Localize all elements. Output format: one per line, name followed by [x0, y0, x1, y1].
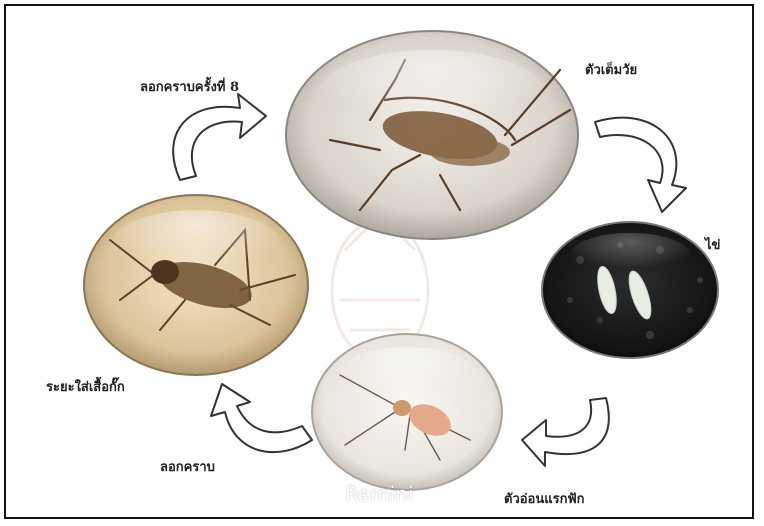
wing-pad-cricket-image: [84, 195, 308, 375]
adult-cricket-image: [286, 31, 578, 239]
first-nymph-image: [312, 334, 502, 490]
stage-label-adult: ตัวเต็มวัย: [585, 59, 637, 80]
watermark-text: Remini: [345, 482, 414, 506]
arrow-adult-to-egg: [595, 118, 686, 212]
stage-label-molt-8: ลอกคราบครั้งที่ 8: [140, 76, 239, 97]
arrow-nymph-to-wing: [211, 384, 312, 452]
stage-label-egg: ไข่: [705, 234, 720, 255]
stage-label-first-nymph: ตัวอ่อนแรกฟัก: [504, 488, 585, 509]
arrow-wing-to-adult: [173, 94, 266, 180]
stage-label-molt: ลอกคราบ: [160, 456, 215, 477]
stage-label-wing-pad: ระยะใส่เสื้อกั๊ก: [46, 376, 125, 397]
egg-image: [542, 222, 718, 358]
arrow-egg-to-nymph: [522, 398, 609, 466]
